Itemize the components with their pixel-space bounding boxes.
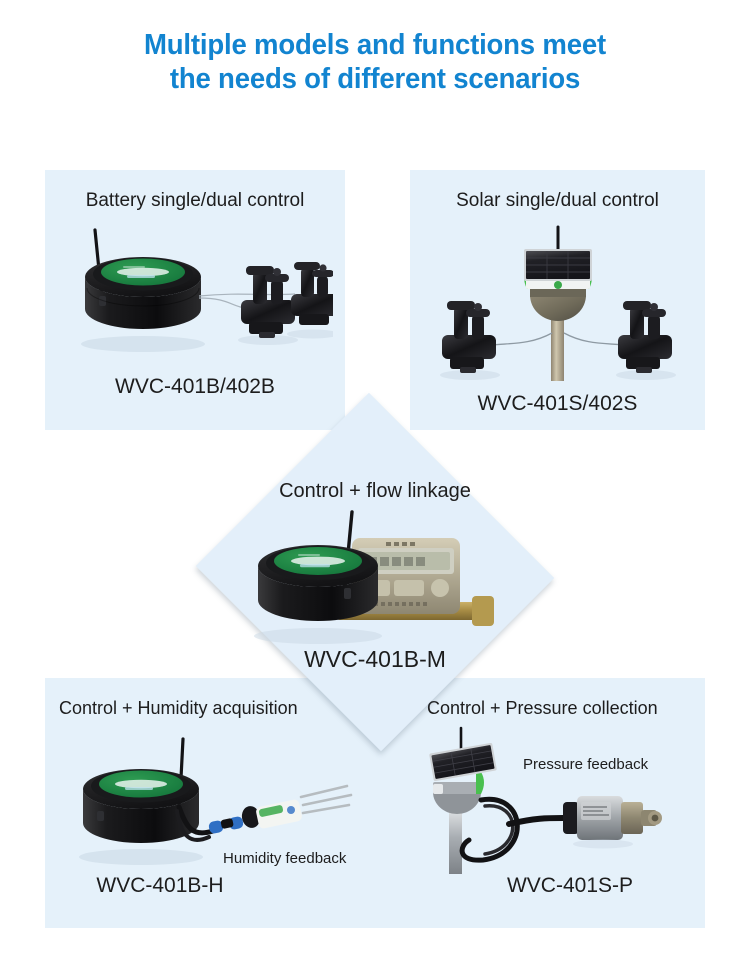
card-solar-model: WVC-401S/402S xyxy=(477,392,638,415)
card-flow-linkage[interactable]: Control + flow linkage xyxy=(178,388,572,756)
humidity-feedback-label: Humidity feedback xyxy=(223,850,347,867)
card-battery-title: Battery single/dual control xyxy=(85,190,305,211)
card-solar-control[interactable]: Solar single/dual control xyxy=(410,170,705,430)
pressure-feedback-label: Pressure feedback xyxy=(523,756,649,773)
card-pressure-control[interactable]: Control + Pressure collection xyxy=(375,678,705,928)
card-humidity-title: Control + Humidity acquisition xyxy=(59,698,298,718)
card-flow-linkage-title: Control + flow linkage xyxy=(279,480,471,502)
valve-left xyxy=(238,266,298,345)
product-image-humidity-controller xyxy=(79,737,353,865)
card-pressure-title: Control + Pressure collection xyxy=(427,698,658,718)
card-humidity-control[interactable]: Control + Humidity acquisition xyxy=(45,678,375,928)
product-image-solar-controller xyxy=(440,225,676,381)
card-humidity-model: WVC-401B-H xyxy=(96,874,224,897)
valve-right xyxy=(616,301,676,380)
valve-right xyxy=(287,262,333,339)
product-image-pressure-controller xyxy=(429,726,662,874)
diamond-content: Control + flow linkage xyxy=(178,388,572,756)
card-battery-model: WVC-401B/402B xyxy=(115,375,275,398)
card-flow-linkage-model: WVC-401B-M xyxy=(304,646,446,672)
product-image-flow-meter-controller xyxy=(254,510,494,644)
card-pressure-model: WVC-401S-P xyxy=(506,874,634,897)
page-title-line-1: Multiple models and functions meet xyxy=(144,29,606,61)
pressure-sensor xyxy=(563,796,662,849)
card-solar-title: Solar single/dual control xyxy=(456,190,659,211)
page-title-line-2: the needs of different scenarios xyxy=(169,63,581,95)
product-image-battery-controller xyxy=(81,228,333,352)
card-battery-control[interactable]: Battery single/dual control xyxy=(45,170,345,430)
page-title: Multiple models and functions meet the n… xyxy=(19,28,732,96)
valve-left xyxy=(440,301,500,380)
